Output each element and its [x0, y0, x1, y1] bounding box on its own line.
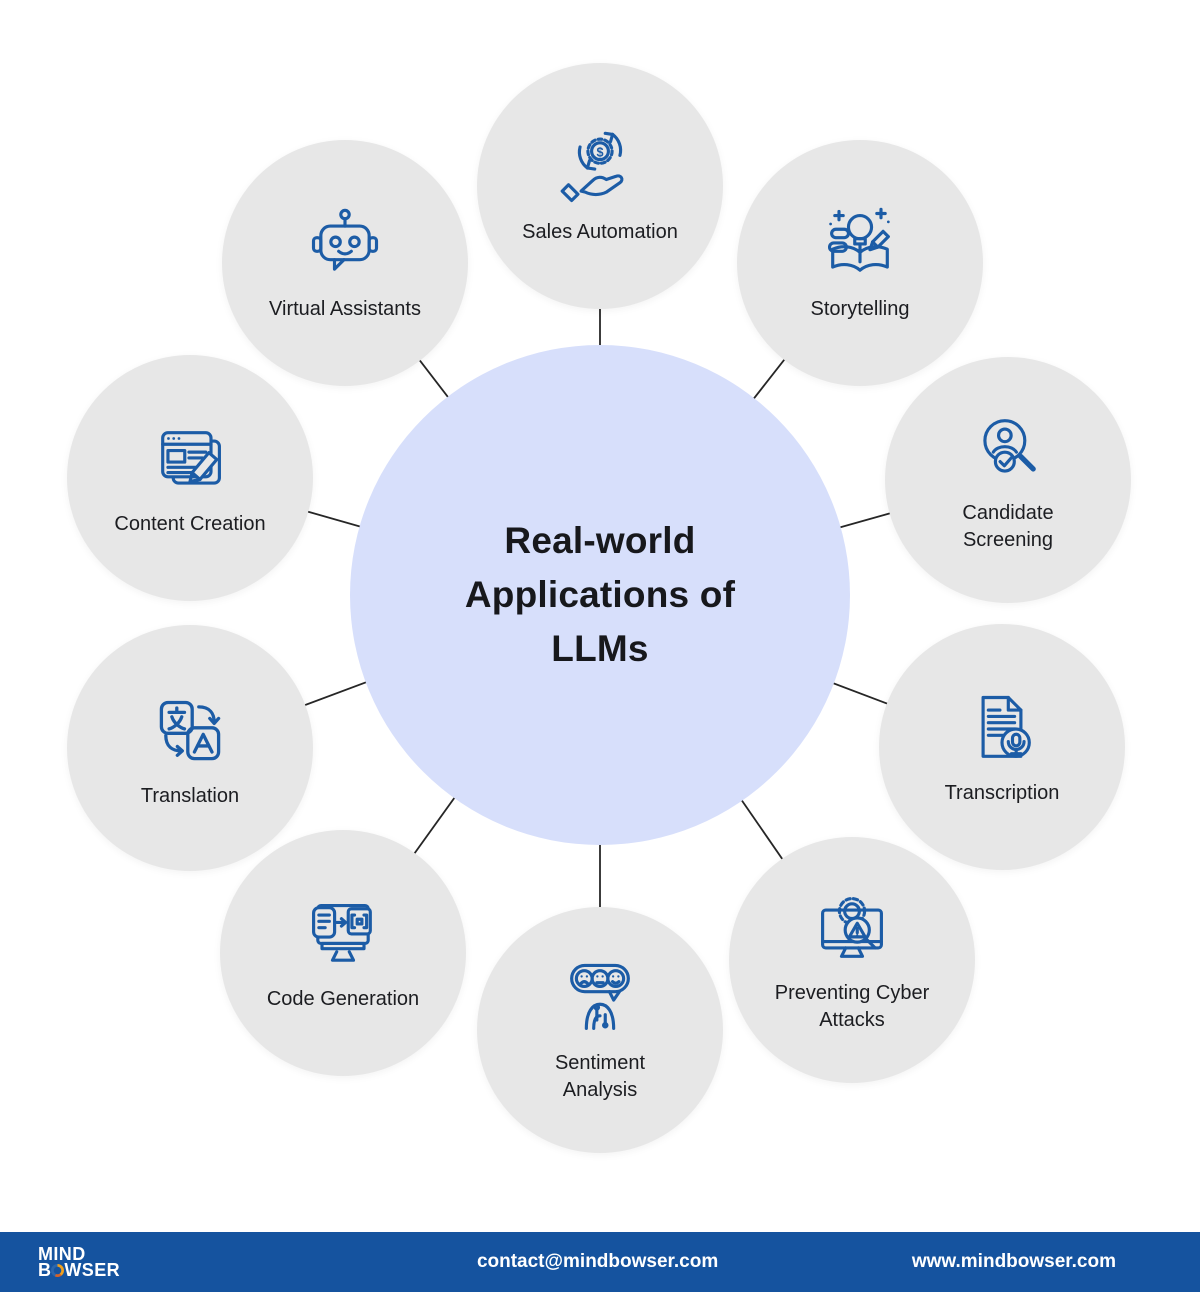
- node-label: Sales Automation: [522, 221, 678, 243]
- node-label: Sentiment Analysis: [554, 1051, 646, 1101]
- footer-bar: MIND B WSER contact@mindbowser.com www.mi…: [0, 1232, 1200, 1292]
- diagram-title: Real-world Applications of LLMs: [464, 520, 736, 669]
- mindbowser-logo: MIND B WSER: [38, 1244, 121, 1280]
- node-preventing-cyber-attacks: Preventing Cyber Attacks: [729, 837, 975, 1083]
- sentiment-analysis-icon: [558, 957, 642, 1041]
- code-generation-icon: [301, 893, 385, 977]
- translation-icon: [146, 686, 234, 774]
- contact-email[interactable]: contact@mindbowser.com: [476, 1251, 719, 1272]
- sales-automation-icon: $: [558, 126, 642, 210]
- content-creation-icon: [148, 418, 232, 502]
- transcription-icon: [960, 687, 1044, 771]
- svg-text:$: $: [596, 145, 603, 159]
- candidate-screening-icon: [966, 407, 1050, 491]
- logo-line1: MIND: [38, 1244, 86, 1264]
- logo-line2-suffix: WSER: [64, 1260, 121, 1280]
- website-url[interactable]: www.mindbowser.com: [911, 1251, 1116, 1272]
- virtual-assistants-icon: [303, 203, 387, 287]
- node-code-generation: Code Generation: [220, 830, 466, 1076]
- node-sales-automation: $ Sales Automation: [477, 63, 723, 309]
- node-label: Preventing Cyber Attacks: [774, 981, 930, 1031]
- center-circle: Real-world Applications of LLMs: [350, 345, 850, 845]
- storytelling-icon: [818, 203, 902, 287]
- node-label: Candidate Screening: [962, 501, 1054, 551]
- node-label: Storytelling: [810, 298, 910, 320]
- node-sentiment-analysis: Sentiment Analysis: [477, 907, 723, 1153]
- logo-o-icon: [51, 1264, 65, 1277]
- node-virtual-assistants: Virtual Assistants: [222, 140, 468, 386]
- node-label: Virtual Assistants: [269, 298, 421, 320]
- node-label: Content Creation: [114, 513, 266, 535]
- logo-line2-prefix: B: [38, 1260, 52, 1280]
- node-storytelling: Storytelling: [737, 140, 983, 386]
- node-label: Transcription: [944, 782, 1060, 804]
- node-candidate-screening: Candidate Screening: [885, 357, 1131, 603]
- node-label: Translation: [140, 785, 240, 807]
- node-transcription: Transcription: [879, 624, 1125, 870]
- node-label: Code Generation: [266, 988, 420, 1010]
- node-content-creation: Content Creation: [67, 355, 313, 601]
- preventing-cyber-attacks-icon: [810, 887, 894, 971]
- node-translation: Translation: [67, 625, 313, 871]
